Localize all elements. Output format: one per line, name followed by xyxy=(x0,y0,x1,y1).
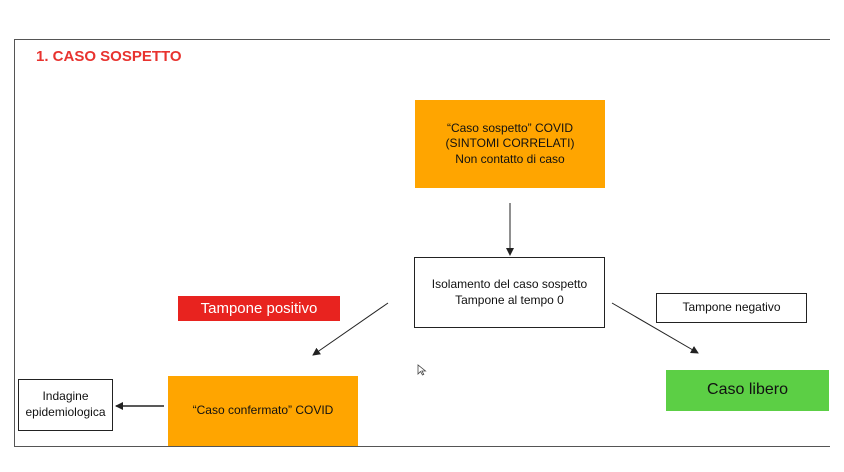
positive-swab-label: Tampone positivo xyxy=(178,296,340,321)
negative-swab-text: Tampone negativo xyxy=(682,300,781,315)
confirmed-case-box: “Caso confermato” COVID xyxy=(168,376,358,446)
isolation-line-2: Tampone al tempo 0 xyxy=(455,292,564,307)
suspect-case-box: “Caso sospetto” COVID (SINTOMI CORRELATI… xyxy=(415,100,605,188)
isolation-box: Isolamento del caso sospetto Tampone al … xyxy=(414,257,605,328)
isolation-line-1: Isolamento del caso sospetto xyxy=(431,276,588,291)
free-case-box: Caso libero xyxy=(666,370,829,411)
epidemiological-investigation-box: Indagine epidemiologica xyxy=(18,379,113,431)
slide-title: 1. CASO SOSPETTO xyxy=(36,48,182,65)
negative-swab-label: Tampone negativo xyxy=(656,293,807,323)
investigation-line-2: epidemiologica xyxy=(25,405,106,419)
suspect-case-line-2: (SINTOMI CORRELATI) xyxy=(445,136,575,151)
arrow-isolation-to-confirmed xyxy=(312,302,389,356)
positive-swab-text: Tampone positivo xyxy=(200,299,318,317)
free-case-text: Caso libero xyxy=(707,381,788,399)
arrow-isolation-to-free xyxy=(611,302,699,354)
confirmed-case-text: “Caso confermato” COVID xyxy=(192,403,334,418)
suspect-case-line-3: Non contatto di caso xyxy=(455,151,565,166)
suspect-case-line-1: “Caso sospetto” COVID xyxy=(446,120,574,135)
mouse-cursor-icon xyxy=(417,364,427,376)
investigation-line-1: Indagine xyxy=(42,389,89,404)
